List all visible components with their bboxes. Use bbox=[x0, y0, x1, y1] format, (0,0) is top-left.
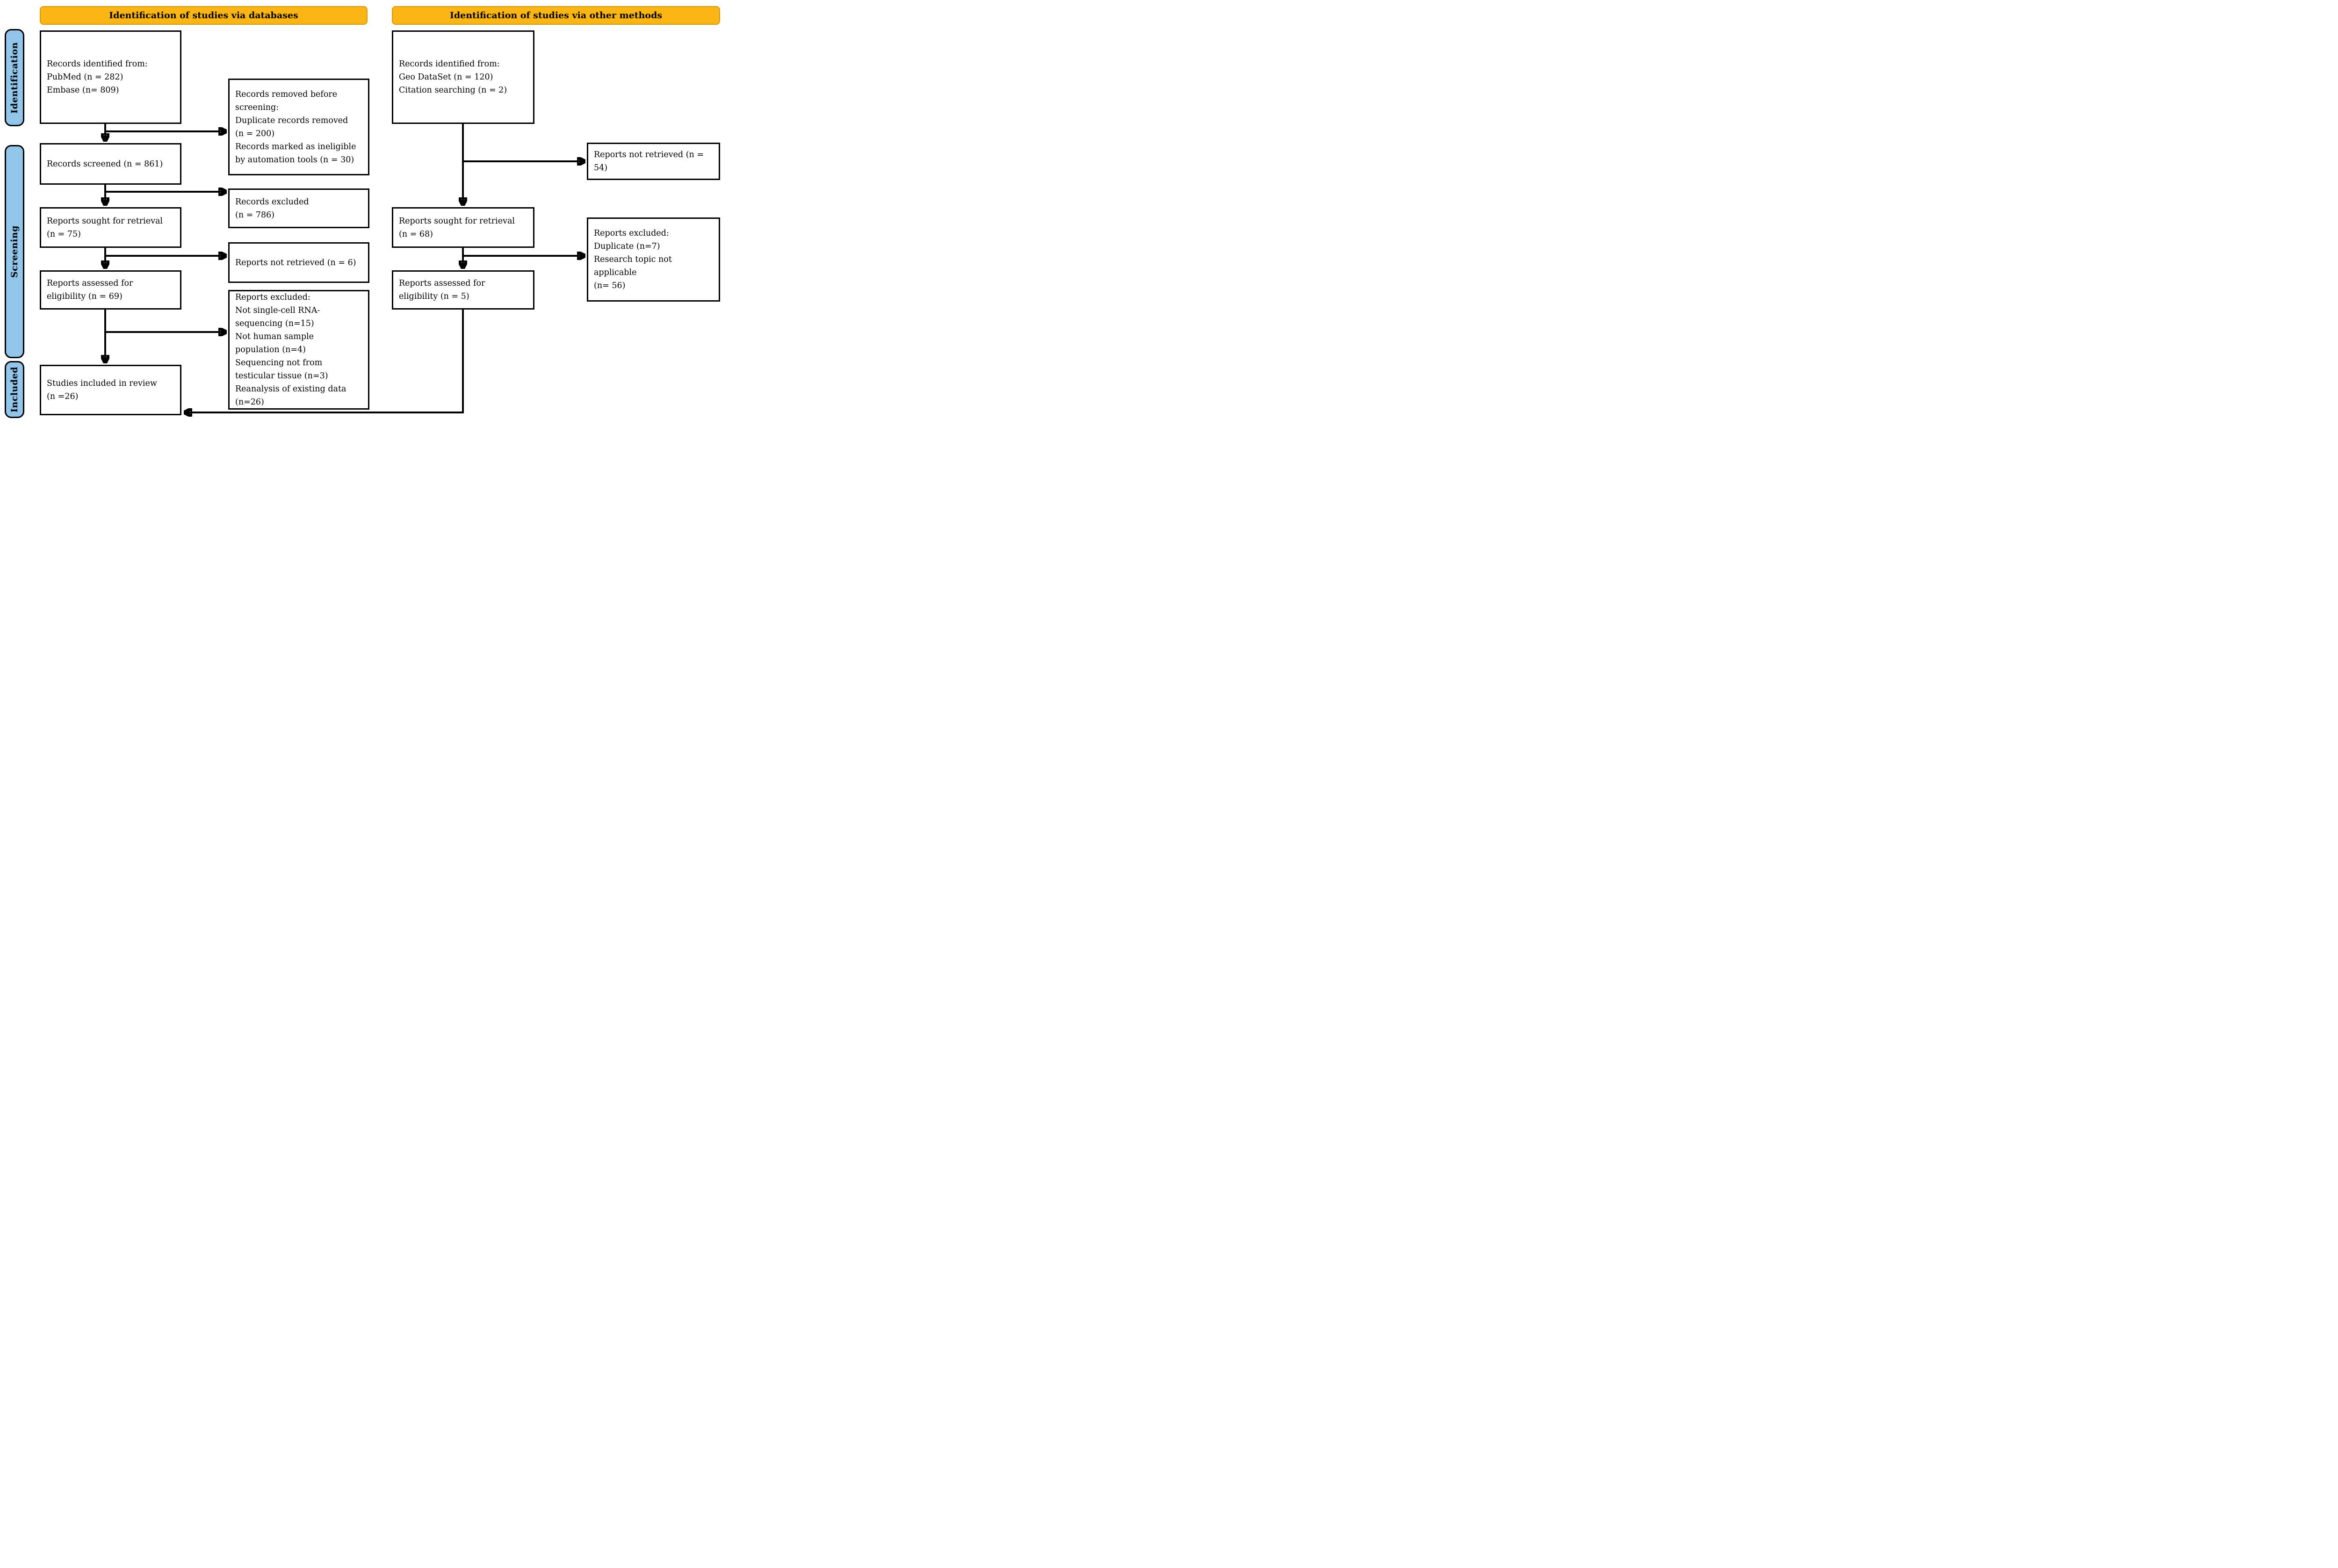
box-records-removed-before-screening: Records removed before screening: Duplic… bbox=[228, 79, 369, 175]
box-reports-not-retrieved-databases: Reports not retrieved (n = 6) bbox=[228, 242, 369, 283]
box-text: Records screened (n = 861) bbox=[47, 159, 163, 169]
box-records-excluded: Records excluded (n = 786) bbox=[228, 188, 369, 228]
box-reports-not-retrieved-other: Reports not retrieved (n = 54) bbox=[587, 143, 720, 180]
box-text: Reports not retrieved (n = 54) bbox=[594, 150, 704, 173]
sidebar-included-label: Included bbox=[9, 367, 20, 412]
sidebar-screening: Screening bbox=[5, 145, 24, 358]
box-text: Records excluded (n = 786) bbox=[235, 197, 309, 220]
sidebar-identification-label: Identification bbox=[9, 42, 20, 114]
box-text: Reports not retrieved (n = 6) bbox=[235, 258, 356, 267]
sidebar-identification: Identification bbox=[5, 29, 24, 126]
box-text: Records removed before screening: Duplic… bbox=[235, 89, 356, 165]
box-reports-assessed-eligibility-databases: Reports assessed for eligibility (n = 69… bbox=[40, 270, 181, 310]
box-text: Reports excluded: Duplicate (n=7) Resear… bbox=[594, 229, 672, 290]
box-studies-included-review: Studies included in review (n =26) bbox=[40, 365, 181, 415]
box-text: Records identified from: PubMed (n = 282… bbox=[47, 59, 148, 95]
box-records-identified-other: Records identified from: Geo DataSet (n … bbox=[392, 30, 534, 124]
box-reports-excluded-databases: Reports excluded: Not single-cell RNA- s… bbox=[228, 290, 369, 410]
sidebar-screening-label: Screening bbox=[9, 225, 20, 278]
box-reports-assessed-eligibility-other: Reports assessed for eligibility (n = 5) bbox=[392, 270, 534, 310]
box-text: Reports excluded: Not single-cell RNA- s… bbox=[235, 293, 346, 407]
prisma-flow-diagram: Identification of studies via databases … bbox=[0, 0, 720, 419]
header-other-methods: Identification of studies via other meth… bbox=[392, 6, 720, 25]
box-text: Reports assessed for eligibility (n = 5) bbox=[399, 279, 485, 301]
box-reports-excluded-other: Reports excluded: Duplicate (n=7) Resear… bbox=[587, 217, 720, 302]
box-text: Records identified from: Geo DataSet (n … bbox=[399, 59, 507, 95]
box-text: Reports sought for retrieval (n = 68) bbox=[399, 216, 515, 239]
box-reports-sought-retrieval-databases: Reports sought for retrieval (n = 75) bbox=[40, 207, 181, 248]
box-text: Studies included in review (n =26) bbox=[47, 379, 157, 401]
header-databases: Identification of studies via databases bbox=[40, 6, 368, 25]
box-text: Reports sought for retrieval (n = 75) bbox=[47, 216, 163, 239]
sidebar-included: Included bbox=[5, 361, 24, 418]
header-databases-label: Identification of studies via databases bbox=[109, 10, 298, 21]
header-other-methods-label: Identification of studies via other meth… bbox=[449, 10, 663, 21]
box-text: Reports assessed for eligibility (n = 69… bbox=[47, 279, 133, 301]
box-records-identified-databases: Records identified from: PubMed (n = 282… bbox=[40, 30, 181, 124]
box-reports-sought-retrieval-other: Reports sought for retrieval (n = 68) bbox=[392, 207, 534, 248]
box-records-screened: Records screened (n = 861) bbox=[40, 143, 181, 185]
